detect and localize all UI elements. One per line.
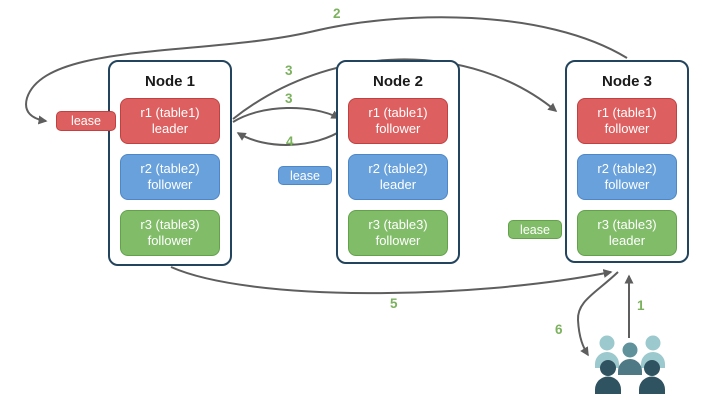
node-2-title: Node 2 [372, 73, 423, 90]
node2-replica-r3: r3 (table3) follower [348, 210, 448, 256]
node3-replica-r1: r1 (table1) follower [577, 98, 677, 144]
node-1-box: Node 1 r1 (table1) leader r2 (table2) fo… [108, 60, 232, 266]
node3-replica-r3: r3 (table3) leader [577, 210, 677, 256]
node2-replica-r2: r2 (table2) leader [348, 154, 448, 200]
replica-role: follower [604, 121, 650, 136]
replica-name: r1 (table1) [368, 104, 428, 120]
node1-replica-r2: r2 (table2) follower [120, 154, 220, 200]
replica-name: r1 (table1) [140, 104, 200, 120]
node-3-box: Node 3 r1 (table1) follower r2 (table2) … [565, 60, 689, 263]
replica-role: leader [151, 121, 189, 136]
replica-name: r3 (table3) [597, 216, 657, 232]
step-label-4: 4 [286, 134, 294, 149]
replica-role: follower [375, 233, 421, 248]
arrow-step-6-node3-to-users [576, 271, 619, 357]
node1-replica-r1: r1 (table1) leader [120, 98, 220, 144]
replica-name: r1 (table1) [597, 104, 657, 120]
lease-badge-blue: lease [278, 166, 332, 185]
arrow-step-2 [25, 16, 628, 125]
arrow-step-4-node2-to-node1 [236, 128, 345, 146]
node3-replica-r2: r2 (table2) follower [577, 154, 677, 200]
step-label-2: 2 [333, 6, 341, 21]
replica-role: follower [375, 121, 421, 136]
step-label-3a: 3 [285, 63, 293, 78]
step-label-5: 5 [390, 296, 398, 311]
node-1-title: Node 1 [144, 73, 195, 90]
node1-replica-r3: r3 (table3) follower [120, 210, 220, 256]
node-3-title: Node 3 [601, 73, 652, 90]
replica-role: follower [147, 233, 193, 248]
node-2-box: Node 2 r1 (table1) follower r2 (table2) … [336, 60, 460, 264]
replica-name: r2 (table2) [368, 160, 428, 176]
replica-name: r3 (table3) [368, 216, 428, 232]
replica-role: leader [608, 233, 646, 248]
arrow-step-3-node1-to-node3 [232, 58, 558, 120]
arrow-step-5-node1-to-node3 [170, 266, 613, 295]
node2-replica-r1: r1 (table1) follower [348, 98, 448, 144]
arrow-step-3-node1-to-node2 [232, 106, 341, 123]
replica-name: r2 (table2) [597, 160, 657, 176]
step-label-1: 1 [637, 298, 645, 313]
replica-role: leader [379, 177, 417, 192]
replica-name: r2 (table2) [140, 160, 200, 176]
step-label-6: 6 [555, 322, 563, 337]
replica-role: follower [147, 177, 193, 192]
lease-badge-red: lease [56, 111, 116, 131]
replica-role: follower [604, 177, 650, 192]
lease-badge-green: lease [508, 220, 562, 239]
users-group-icon [595, 335, 665, 394]
replica-name: r3 (table3) [140, 216, 200, 232]
step-label-3b: 3 [285, 91, 293, 106]
